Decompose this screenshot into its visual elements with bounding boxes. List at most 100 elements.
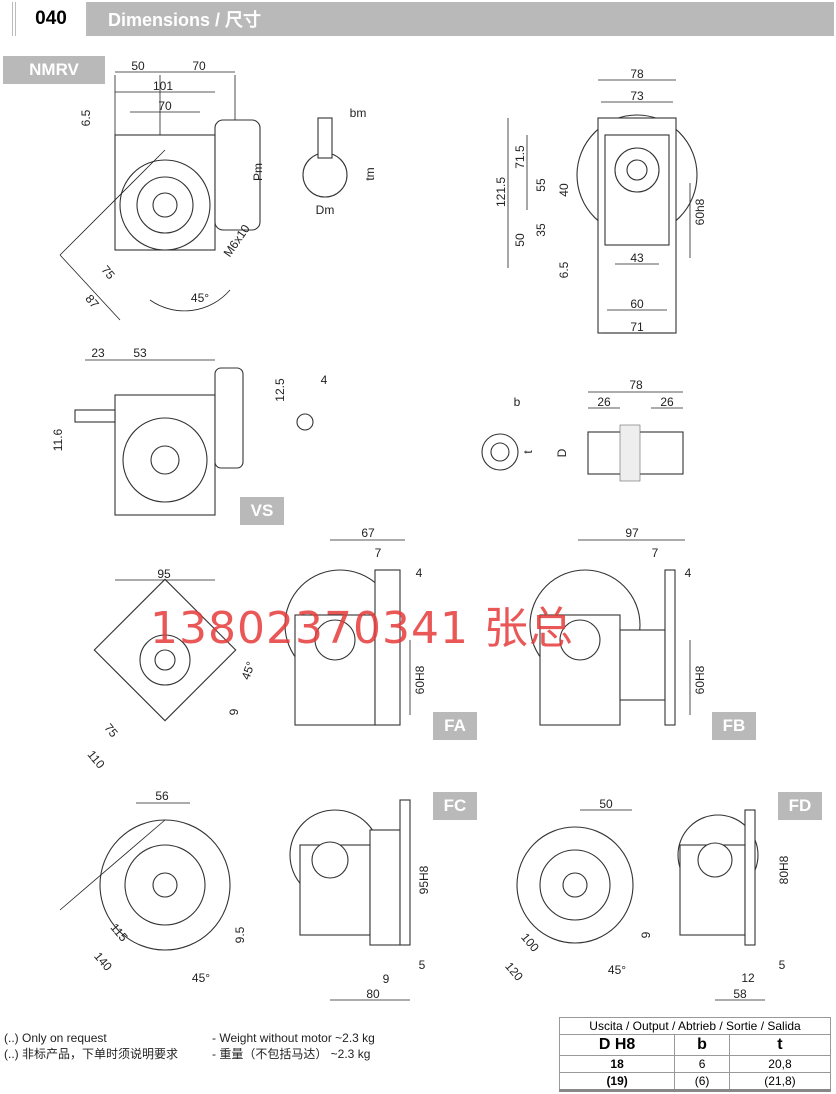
badge-fd: FD <box>778 792 822 820</box>
dim: 110 <box>85 748 108 772</box>
drawing-nmrv-front <box>59 71 261 321</box>
output-table: Uscita / Output / Abtrieb / Sortie / Sal… <box>558 1017 832 1092</box>
drawing-hollow-shaft <box>481 391 684 482</box>
dim: 9 <box>227 708 241 715</box>
dim: 71 <box>630 320 644 334</box>
dim: 100 <box>518 930 542 955</box>
dim: b <box>514 395 521 409</box>
dim: 6.5 <box>557 261 571 278</box>
drawing-fc <box>59 799 411 1001</box>
dim: 50 <box>131 59 145 73</box>
dim: 70 <box>158 99 172 113</box>
dim: 87 <box>82 292 102 311</box>
dim: 70 <box>192 59 206 73</box>
dim: 45° <box>239 660 258 682</box>
dim: 45° <box>608 963 626 977</box>
dim: bm <box>350 106 367 120</box>
dim: 95H8 <box>417 865 431 894</box>
drawing-fd <box>516 809 765 1001</box>
cell: (21,8) <box>728 1072 832 1091</box>
notes: (..) Only on request (..) 非标产品，下单时须说明要求 <box>4 1030 178 1062</box>
dim: 55 <box>534 178 548 192</box>
dim: 26 <box>597 395 611 409</box>
cell: 20,8 <box>728 1055 832 1073</box>
dim: 12 <box>741 971 755 985</box>
table-caption: Uscita / Output / Abtrieb / Sortie / Sal… <box>559 1017 831 1035</box>
weight-note: - Weight without motor ~2.3 kg <box>212 1031 375 1045</box>
dim: 6.5 <box>79 109 93 126</box>
page-title: Dimensions / 尺寸 <box>88 2 834 36</box>
dim: 73 <box>630 89 644 103</box>
dim: 7 <box>652 546 659 560</box>
col-d: D H8 <box>558 1034 676 1056</box>
dim: 97 <box>625 526 639 540</box>
badge-fc: FC <box>433 792 477 820</box>
dim: 60h8 <box>693 198 707 225</box>
dim: 71.5 <box>513 145 527 169</box>
dim: 4 <box>416 566 423 580</box>
dim: 9 <box>639 931 653 938</box>
dim: D <box>555 448 569 457</box>
dim: 9.5 <box>233 926 247 943</box>
drawing-vs <box>74 359 314 516</box>
cell: 6 <box>674 1055 730 1073</box>
dim: 45° <box>191 291 209 305</box>
dim: Dm <box>316 203 335 217</box>
drawing-keyway <box>302 117 348 198</box>
dim: 95 <box>157 567 171 581</box>
dim: 43 <box>630 251 644 265</box>
dim: 58 <box>733 987 747 1001</box>
dim: 5 <box>419 958 426 972</box>
dim: 75 <box>101 721 121 740</box>
cell: (6) <box>674 1072 730 1091</box>
drawing-fa <box>93 539 411 726</box>
watermark-phone: 13802370341 张总 <box>150 603 574 654</box>
cell: (19) <box>558 1072 676 1091</box>
dim: 45° <box>192 971 210 985</box>
weight-note-cn: - 重量（不包括马达） ~2.3 kg <box>212 1047 371 1061</box>
table-row: (19)(6)(21,8) <box>558 1072 832 1091</box>
dim: 11.6 <box>51 428 65 451</box>
note-on-request-cn: (..) 非标产品，下单时须说明要求 <box>4 1047 178 1061</box>
dim: 75 <box>98 263 118 282</box>
dim: 80H8 <box>777 855 791 884</box>
dim: 67 <box>361 526 375 540</box>
dim: 12.5 <box>273 378 287 402</box>
drawing-fb <box>529 539 691 726</box>
dim: 7 <box>375 546 382 560</box>
dim: 101 <box>153 79 173 93</box>
dim: 53 <box>133 346 147 360</box>
dim: 4 <box>685 566 692 580</box>
dim: 60H8 <box>693 665 707 694</box>
dim: 121.5 <box>494 177 508 207</box>
col-t: t <box>728 1034 832 1056</box>
weight-notes: - Weight without motor ~2.3 kg - 重量（不包括马… <box>212 1030 375 1062</box>
dim: 120 <box>502 959 526 984</box>
dim: Pm <box>251 163 265 181</box>
dim: 35 <box>534 223 548 237</box>
dim: 56 <box>155 789 169 803</box>
dim: 4 <box>321 373 328 387</box>
badge-fb: FB <box>712 712 756 740</box>
dim: 40 <box>557 183 571 197</box>
badge-vs: VS <box>240 497 284 525</box>
dim: 140 <box>91 949 115 974</box>
dim: 50 <box>513 233 527 247</box>
dim: 78 <box>630 67 644 81</box>
dim: 78 <box>629 378 643 392</box>
dim: 5 <box>779 958 786 972</box>
cell: 18 <box>558 1055 676 1073</box>
dim: 23 <box>91 346 105 360</box>
dim: 60 <box>630 297 644 311</box>
col-b: b <box>674 1034 730 1056</box>
dim: tm <box>363 167 377 180</box>
drawing-nmrv-side <box>507 79 698 334</box>
dim: 60H8 <box>413 665 427 694</box>
badge-nmrv: NMRV <box>3 56 105 84</box>
dim: t <box>521 450 535 454</box>
badge-fa: FA <box>433 712 477 740</box>
note-on-request: (..) Only on request <box>4 1031 107 1045</box>
